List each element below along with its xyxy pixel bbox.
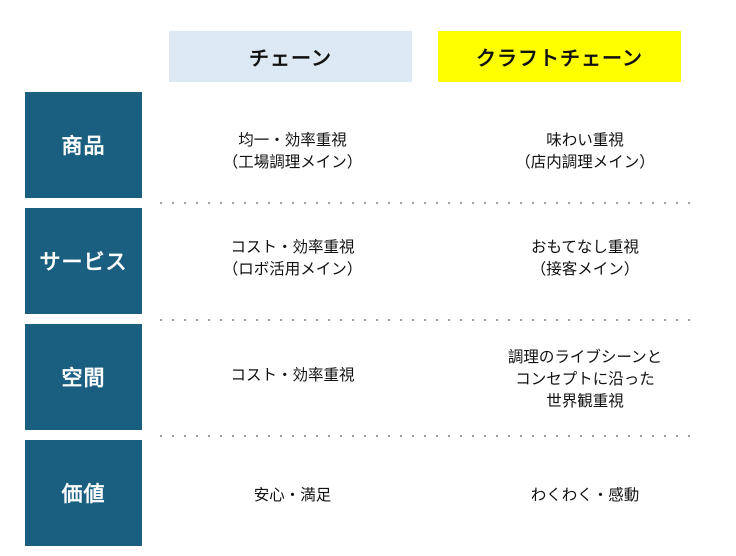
cell-space-chain: コスト・効率重視: [230, 366, 355, 384]
row-label-service: サービス: [25, 208, 142, 314]
row-divider: [155, 435, 698, 437]
cell-product-chain: 均一・効率重視 （工場調理メイン）: [222, 131, 363, 171]
cell-space-craft: 調理のライブシーンと コンセプトに沿った 世界観重視: [507, 348, 663, 410]
column-header-craft-chain: クラフトチェーン: [438, 31, 681, 82]
column-header-chain-label: チェーン: [249, 46, 332, 70]
row-label-value-text: 価値: [61, 482, 106, 506]
row-label-product-text: 商品: [61, 134, 106, 158]
cell-value-craft: わくわく・感動: [530, 486, 640, 504]
row-divider: [155, 202, 698, 204]
row-label-space-text: 空間: [61, 366, 106, 390]
column-header-chain: チェーン: [169, 31, 412, 82]
cell-product-craft: 味わい重視 （店内調理メイン）: [515, 131, 655, 171]
row-label-service-text: サービス: [39, 250, 128, 274]
cell-service-craft: おもてなし重視 （接客メイン）: [530, 238, 640, 278]
column-header-craft-chain-label: クラフトチェーン: [476, 46, 643, 70]
row-label-value: 価値: [25, 440, 142, 546]
row-label-space: 空間: [25, 324, 142, 430]
cell-value-chain: 安心・満足: [253, 486, 332, 504]
row-divider: [155, 319, 698, 321]
row-label-product: 商品: [25, 92, 142, 198]
cell-service-chain: コスト・効率重視 （ロボ活用メイン）: [222, 238, 363, 278]
